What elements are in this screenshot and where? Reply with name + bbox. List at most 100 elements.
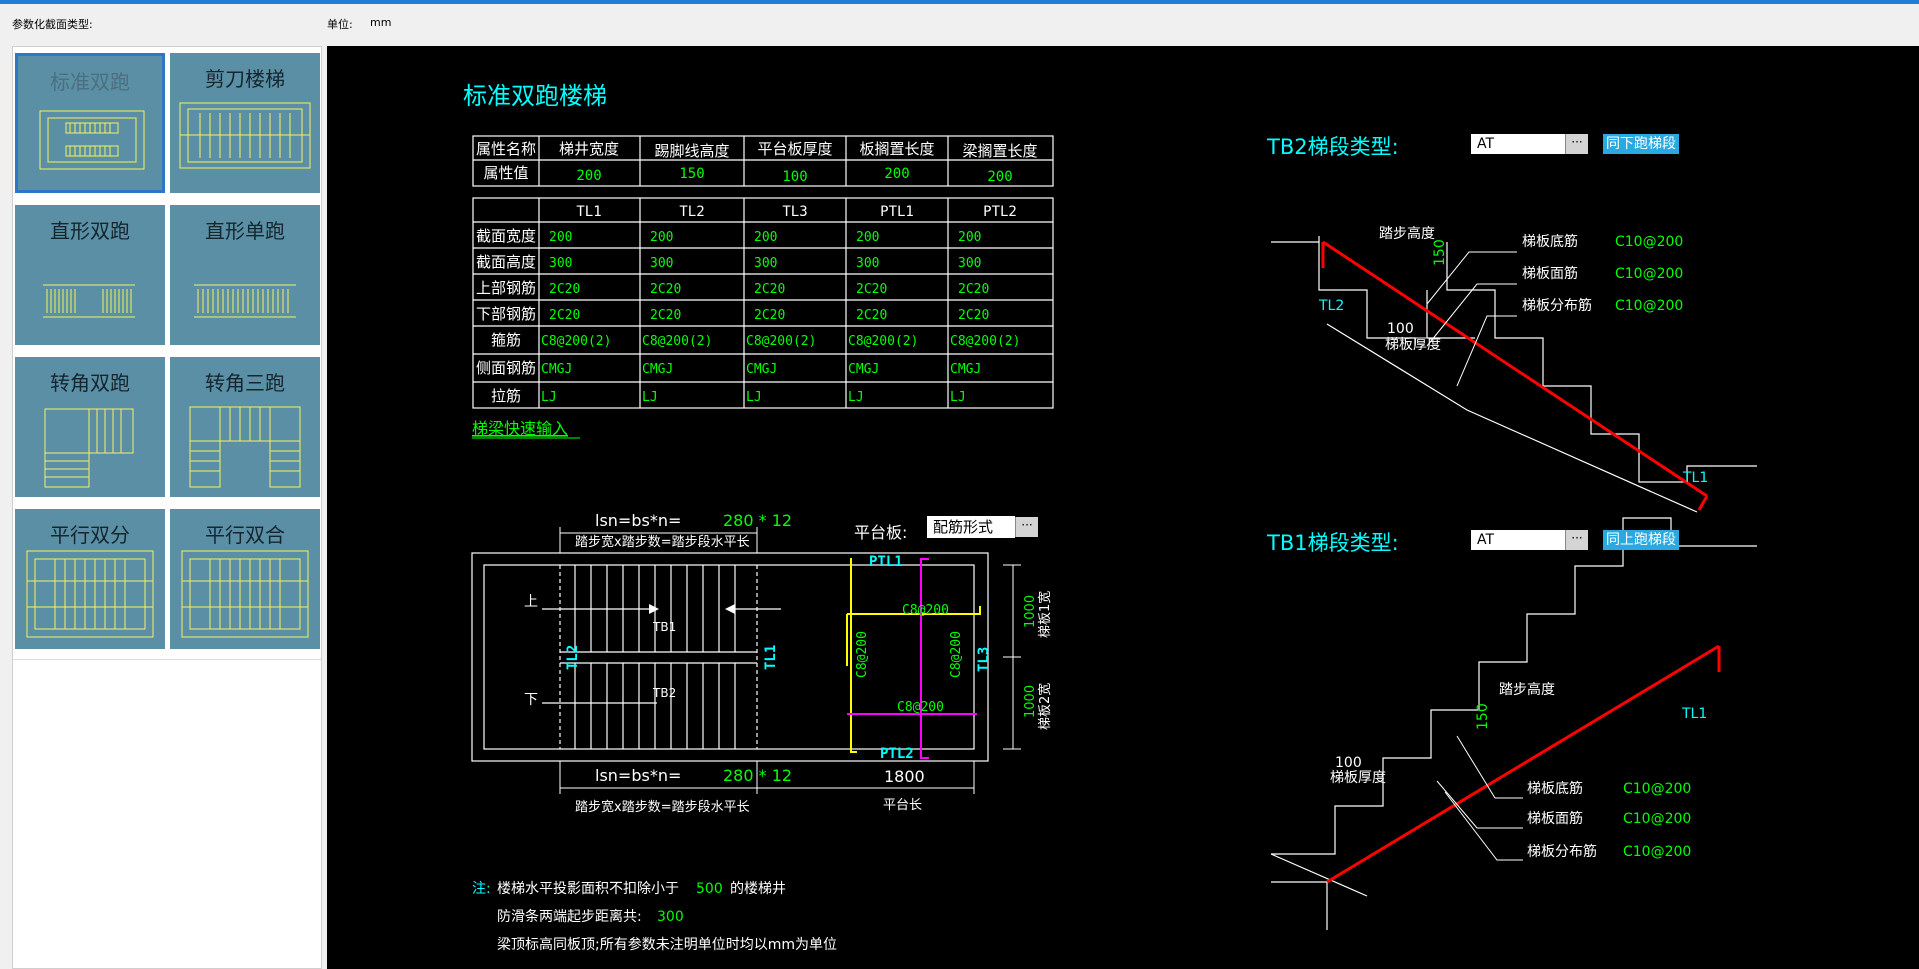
beam-cell[interactable]: 200 (958, 230, 981, 245)
beam-cell[interactable]: LJ (950, 390, 966, 405)
props-value[interactable]: 150 (679, 166, 704, 182)
plan-rebar-top-label: C8@200 (902, 603, 949, 618)
template-label: 平行双合 (205, 523, 285, 547)
tb1-bottom-rebar-value[interactable]: C10@200 (1623, 781, 1691, 797)
platform-length[interactable]: 1800 (884, 767, 925, 786)
beam-cell[interactable]: 2C20 (650, 282, 681, 297)
template-label: 平行双分 (50, 523, 130, 547)
beam-cell[interactable]: 2C20 (856, 308, 887, 323)
plan-tb2: TB2 (652, 686, 676, 700)
tb2-type-select[interactable]: AT (1471, 134, 1565, 154)
tb2-bottom-rebar-value[interactable]: C10@200 (1615, 234, 1683, 250)
notes-line2-value[interactable]: 300 (657, 909, 684, 925)
notes-line1-value[interactable]: 500 (696, 881, 723, 897)
beam-cell[interactable]: 300 (856, 256, 879, 271)
unit-label: 单位: (327, 18, 353, 31)
props-value[interactable]: 200 (987, 169, 1012, 185)
beam-cell[interactable]: CMGJ (642, 362, 673, 377)
tile-divider (13, 659, 321, 660)
beam-cell[interactable]: CMGJ (541, 362, 572, 377)
beam-cell[interactable]: 300 (650, 256, 673, 271)
width1-value[interactable]: 1000 (1023, 595, 1038, 628)
beam-cell[interactable]: 2C20 (549, 282, 580, 297)
tb1-thickness[interactable]: 100 (1335, 755, 1362, 771)
props-header: 平台板厚度 (757, 140, 832, 158)
beam-col-header: TL1 (576, 204, 601, 220)
beam-cell[interactable]: LJ (642, 390, 658, 405)
notes-line2: 防滑条两端起步距离共: (497, 908, 642, 925)
platform-mode-select[interactable]: 配筋形式 (927, 516, 1015, 538)
beam-cell[interactable]: 2C20 (958, 282, 989, 297)
beam-cell[interactable]: C8@200(2) (541, 334, 611, 349)
beam-cell[interactable]: 2C20 (549, 308, 580, 323)
beam-cell[interactable]: 300 (754, 256, 777, 271)
width2-value[interactable]: 1000 (1023, 685, 1038, 718)
template-tile-scissor[interactable]: 剪刀楼梯 (170, 53, 320, 193)
tb1-leader-lines (1436, 735, 1523, 861)
tb2-dist-rebar-label: 梯板分布筋 (1522, 297, 1592, 314)
tb1-top-rebar-value[interactable]: C10@200 (1623, 811, 1691, 827)
beam-cell[interactable]: C8@200(2) (746, 334, 816, 349)
template-tile-straight-double[interactable]: 直形双跑 (15, 205, 165, 345)
beam-cell[interactable]: LJ (746, 390, 762, 405)
template-label: 转角双跑 (50, 371, 130, 395)
plan-top-formula-value[interactable]: 280 * 12 (723, 511, 792, 530)
quick-input-link[interactable]: 梯梁快速输入 (472, 419, 568, 438)
beam-row-label: 下部钢筋 (476, 305, 536, 323)
beam-cell[interactable]: CMGJ (746, 362, 777, 377)
tb2-thickness[interactable]: 100 (1387, 321, 1414, 337)
beam-cell[interactable]: 2C20 (650, 308, 681, 323)
tb1-step-height[interactable]: 150 (1475, 703, 1491, 730)
tb2-same-as-lower-button[interactable]: 同下跑梯段 (1603, 134, 1679, 154)
plan-down-label: 下 (524, 692, 538, 708)
platform-mode-more-button[interactable]: ··· (1015, 517, 1038, 537)
template-tile-parallel-merge[interactable]: 平行双合 (170, 509, 320, 649)
beam-cell[interactable]: 300 (958, 256, 981, 271)
plan-rebar-right-label: C8@200 (949, 631, 964, 678)
beam-cell[interactable]: 300 (549, 256, 572, 271)
plan-bottom-formula-value[interactable]: 280 * 12 (723, 766, 792, 785)
up-arrow-icon (649, 604, 659, 614)
tb2-top-rebar-value[interactable]: C10@200 (1615, 266, 1683, 282)
tb1-dist-rebar-value[interactable]: C10@200 (1623, 844, 1691, 860)
beam-cell[interactable]: C8@200(2) (642, 334, 712, 349)
beam-cell[interactable]: 200 (754, 230, 777, 245)
tb1-same-as-upper-button[interactable]: 同上跑梯段 (1603, 530, 1679, 550)
beam-cell[interactable]: C8@200(2) (950, 334, 1020, 349)
beam-row-label: 上部钢筋 (476, 279, 536, 297)
beam-cell[interactable]: 200 (650, 230, 673, 245)
tb2-step-height[interactable]: 150 (1432, 239, 1448, 266)
stair-drawing: 标准双跑楼梯 属性名称 梯井宽度 踢脚线高度 平台板厚度 板搁置长度 梁搁置长度… (463, 82, 1757, 953)
beam-cell[interactable]: 2C20 (856, 282, 887, 297)
template-tile-corner-triple[interactable]: 转角三跑 (170, 357, 320, 497)
beam-cell[interactable]: 2C20 (754, 308, 785, 323)
template-tile-parallel-split[interactable]: 平行双分 (15, 509, 165, 649)
tb2-thickness-label: 梯板厚度 (1385, 337, 1441, 353)
template-tile-straight-single[interactable]: 直形单跑 (170, 205, 320, 345)
beam-cell[interactable]: C8@200(2) (848, 334, 918, 349)
tb2-type-more-button[interactable]: ··· (1565, 134, 1588, 154)
beam-cell[interactable]: LJ (848, 390, 864, 405)
notes-line3: 梁顶标高同板顶;所有参数未注明单位时均以mm为单位 (497, 936, 837, 953)
template-tile-corner-double[interactable]: 转角双跑 (15, 357, 165, 497)
template-tile-standard-double[interactable]: 标准双跑 (15, 53, 165, 193)
width1-caption: 梯板1宽 (1037, 591, 1053, 638)
tb2-beam-left: TL2 (1318, 298, 1344, 314)
beam-cell[interactable]: 2C20 (754, 282, 785, 297)
beam-cell[interactable]: CMGJ (950, 362, 981, 377)
tb2-top-rebar-label: 梯板面筋 (1522, 265, 1578, 282)
beam-cell[interactable]: 200 (856, 230, 879, 245)
tb1-type-select[interactable]: AT (1471, 530, 1565, 550)
tb1-type-more-button[interactable]: ··· (1565, 530, 1588, 550)
beam-cell[interactable]: CMGJ (848, 362, 879, 377)
props-value[interactable]: 200 (576, 168, 601, 184)
beam-cell[interactable]: 2C20 (958, 308, 989, 323)
tb2-dist-rebar-value[interactable]: C10@200 (1615, 298, 1683, 314)
props-value[interactable]: 100 (782, 169, 807, 185)
tb2-beam-right: TL1 (1682, 470, 1708, 486)
beam-cell[interactable]: LJ (541, 390, 557, 405)
props-value[interactable]: 200 (884, 166, 909, 182)
unit-value: mm (370, 16, 392, 29)
beam-cell[interactable]: 200 (549, 230, 572, 245)
beam-row-label: 拉筋 (491, 387, 521, 405)
